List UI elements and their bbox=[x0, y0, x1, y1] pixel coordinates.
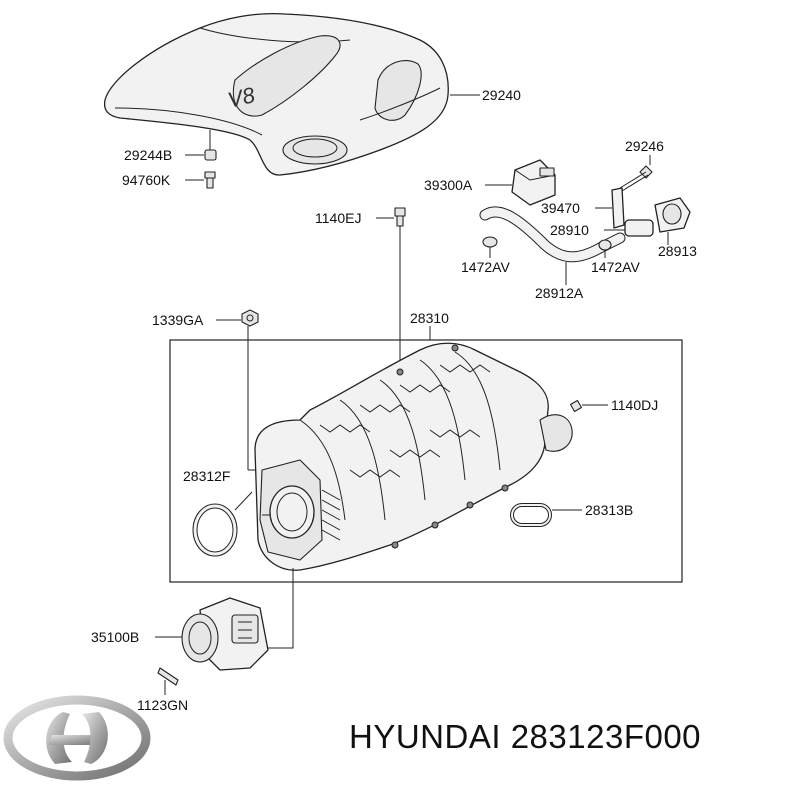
bolt-94760K bbox=[185, 171, 216, 189]
valve-28910 bbox=[604, 219, 654, 237]
hyundai-logo-icon bbox=[3, 695, 151, 781]
label-1140EJ: 1140EJ bbox=[315, 210, 362, 226]
connector-28913 bbox=[654, 197, 691, 245]
bracket-39470 bbox=[595, 187, 625, 229]
label-28912A: 28912A bbox=[535, 285, 584, 301]
throttle-body-35100B bbox=[155, 568, 294, 671]
label-1472AV-left: 1472AV bbox=[461, 259, 510, 275]
label-94760K: 94760K bbox=[122, 172, 171, 188]
clamp-1472AV-left bbox=[482, 236, 498, 258]
label-28313B: 28313B bbox=[585, 502, 634, 518]
label-29244B: 29244B bbox=[124, 147, 173, 163]
label-1123GN: 1123GN bbox=[137, 697, 189, 713]
sensor-39300A bbox=[485, 159, 556, 206]
gasket-28312F bbox=[192, 491, 270, 557]
bolt-29246 bbox=[619, 155, 653, 192]
label-35100B: 35100B bbox=[91, 629, 140, 645]
label-28310: 28310 bbox=[410, 310, 449, 326]
label-39470: 39470 bbox=[541, 200, 580, 216]
intake-manifold-28310 bbox=[254, 342, 573, 571]
label-28913: 28913 bbox=[658, 243, 697, 259]
engine-cover: V8 bbox=[103, 12, 449, 176]
bolt-1123GN bbox=[157, 667, 179, 695]
label-39300A: 39300A bbox=[424, 177, 473, 193]
grommet-29244B bbox=[185, 130, 217, 161]
label-28910: 28910 bbox=[550, 222, 589, 238]
footer-title: HYUNDAI 283123F000 bbox=[349, 719, 701, 755]
label-1339GA: 1339GA bbox=[152, 312, 204, 328]
label-1140DJ: 1140DJ bbox=[611, 397, 659, 413]
hose-28912A bbox=[479, 206, 626, 285]
gasket-28313B bbox=[510, 503, 582, 527]
label-29246: 29246 bbox=[625, 138, 664, 154]
nut-1339GA bbox=[216, 309, 272, 471]
label-28312F: 28312F bbox=[183, 468, 231, 484]
label-1472AV-right: 1472AV bbox=[591, 259, 640, 275]
part-number: 283123F000 bbox=[510, 718, 702, 755]
bolt-1140DJ bbox=[569, 399, 608, 413]
brand-name: HYUNDAI bbox=[349, 718, 502, 755]
label-29240: 29240 bbox=[482, 87, 521, 103]
clamp-1472AV-right bbox=[598, 239, 612, 258]
